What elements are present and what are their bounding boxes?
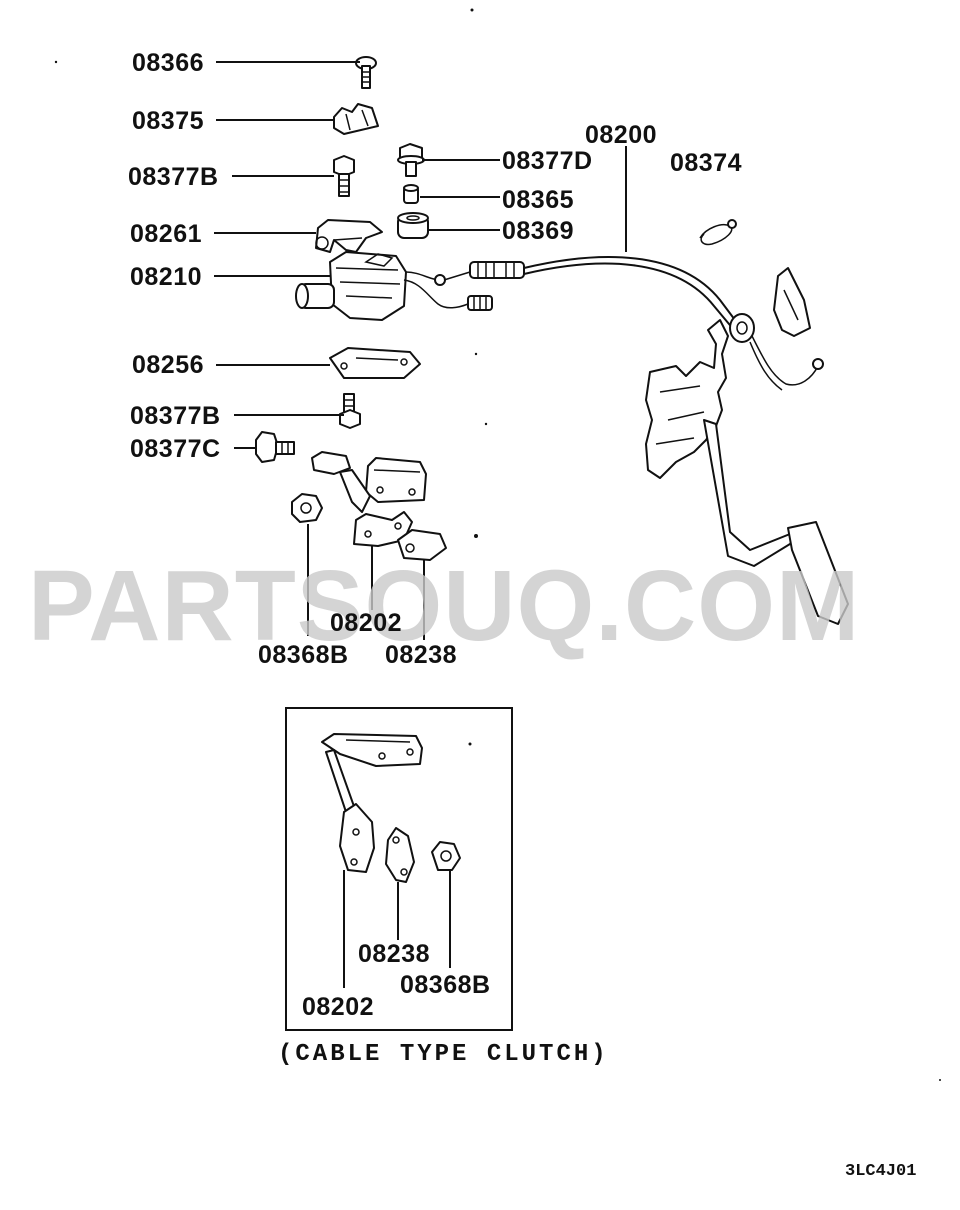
- label-08261: 08261: [130, 220, 202, 248]
- label-08375: 08375: [132, 107, 204, 135]
- inset-label-08238: 08238: [358, 940, 430, 968]
- diagram-code: 3LC4J01: [845, 1162, 916, 1181]
- part-08202-lever: [353, 511, 413, 547]
- part-08369-collar: [397, 212, 429, 239]
- part-08365-bushing: [403, 184, 419, 204]
- label-08210: 08210: [130, 263, 202, 291]
- label-08256: 08256: [132, 351, 204, 379]
- label-08368B: 08368B: [258, 641, 349, 669]
- label-08202: 08202: [330, 609, 402, 637]
- part-08261-bracket: [315, 219, 383, 253]
- label-08377B-mid: 08377B: [130, 402, 221, 430]
- part-linkage-bracket: [311, 451, 427, 513]
- label-08369: 08369: [502, 217, 574, 245]
- part-08368B-nut: [291, 493, 323, 523]
- part-08375-clip: [333, 103, 379, 135]
- part-08200-cable: [469, 256, 824, 391]
- inset-label-08368B: 08368B: [400, 971, 491, 999]
- part-08366-bolt: [355, 56, 377, 89]
- watermark-text: PARTSOUQ.COM: [28, 550, 860, 662]
- inset-caption: (CABLE TYPE CLUTCH): [278, 1041, 609, 1068]
- inset-label-08202: 08202: [302, 993, 374, 1021]
- part-08374-pin: [699, 219, 737, 246]
- part-08238-plate: [397, 529, 447, 561]
- part-08377B-mid-bolt: [339, 393, 361, 429]
- part-08377C-bolt: [255, 431, 295, 463]
- scan-specks: [54, 8, 941, 1081]
- part-08377B-top-bolt: [333, 155, 355, 197]
- part-08256-gasket: [329, 347, 421, 379]
- label-08377C: 08377C: [130, 435, 221, 463]
- part-08377D-bolt: [397, 143, 425, 177]
- inset-cable-type-clutch: 08238 08368B 08202: [285, 707, 513, 1031]
- leader-lines: [214, 61, 627, 640]
- label-08365: 08365: [502, 186, 574, 214]
- label-08238: 08238: [385, 641, 457, 669]
- part-pedal-assembly: [645, 267, 849, 625]
- label-08200: 08200: [585, 121, 657, 149]
- label-08366: 08366: [132, 49, 204, 77]
- label-08374: 08374: [670, 149, 742, 177]
- label-08377B-top: 08377B: [128, 163, 219, 191]
- label-08377D: 08377D: [502, 147, 593, 175]
- part-08210-clutch-master-assembly: [295, 251, 493, 321]
